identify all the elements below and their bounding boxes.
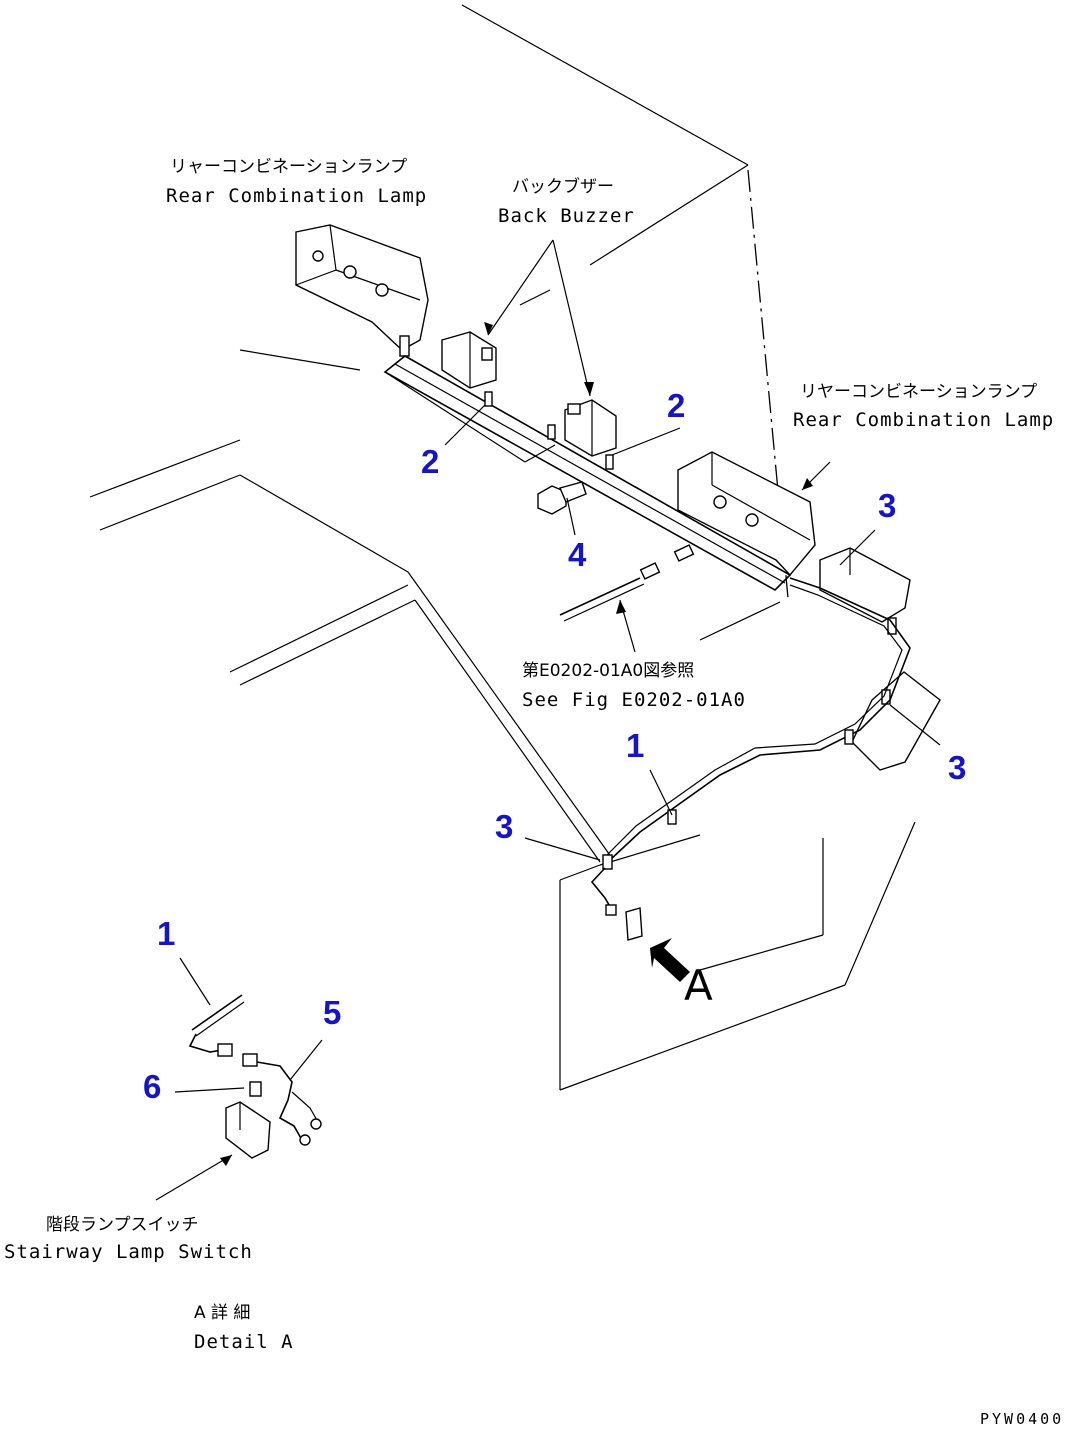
side-lamp-bracket-upper (819, 547, 911, 635)
rear-lamp-left-label-en: Rear Combination Lamp (166, 185, 427, 207)
reference-harness (559, 544, 695, 622)
callout-part-2-right: 2 (667, 387, 685, 424)
rear-combination-lamp-right (677, 451, 816, 577)
back-buzzer-2 (564, 399, 617, 457)
see-fig-label-en: See Fig E0202-01A0 (522, 689, 746, 711)
text-labels: リャーコンビネーションランプ Rear Combination Lamp バック… (4, 157, 1064, 1428)
rear-lamp-right-label-jp: リヤーコンビネーションランプ (800, 382, 1037, 402)
callout-part-6: 6 (143, 1068, 161, 1105)
detail-a-components (155, 957, 323, 1201)
callout-part-2-left: 2 (421, 443, 439, 480)
leader-lines (444, 239, 941, 861)
callout-part-3-lower: 3 (495, 808, 513, 845)
side-lamp-bracket-lower (851, 671, 941, 771)
rear-lamp-right-label-en: Rear Combination Lamp (793, 409, 1054, 431)
callout-part-3-upper: 3 (878, 487, 896, 524)
detail-a-title-en: Detail A (194, 1331, 294, 1353)
drawing-code: PYW0400 (980, 1410, 1064, 1428)
stairway-lamp-switch-label-en: Stairway Lamp Switch (4, 1241, 253, 1263)
view-arrow-a (650, 938, 690, 982)
stairway-lamp-switch-label-jp: 階段ランプスイッチ (46, 1215, 199, 1235)
rear-combination-lamp-left (295, 224, 429, 357)
bolt-part-4 (537, 481, 587, 515)
back-buzzer-label-jp: バックブザー (512, 176, 614, 197)
rear-lamp-left-label-jp: リャーコンビネーションランプ (170, 157, 407, 177)
detail-a-title-jp: A 詳 細 (194, 1303, 250, 1323)
callout-part-4: 4 (568, 536, 587, 573)
view-letter-a: A (684, 961, 713, 1010)
callout-part-3-right: 3 (948, 749, 966, 786)
see-fig-label-jp: 第E0202-01A0図参照 (522, 661, 694, 681)
callout-part-5: 5 (323, 994, 341, 1031)
main-harness-part-1 (590, 577, 911, 941)
callout-part-1-main: 1 (626, 727, 644, 764)
back-buzzer-1 (441, 331, 497, 389)
rear-harness-bar (383, 355, 792, 591)
part-callouts: 2 2 4 3 3 3 1 1 5 6 (143, 387, 966, 1105)
back-buzzer-label-en: Back Buzzer (498, 205, 635, 227)
body-outline (89, 4, 916, 1091)
callout-part-1-detail: 1 (157, 915, 175, 952)
